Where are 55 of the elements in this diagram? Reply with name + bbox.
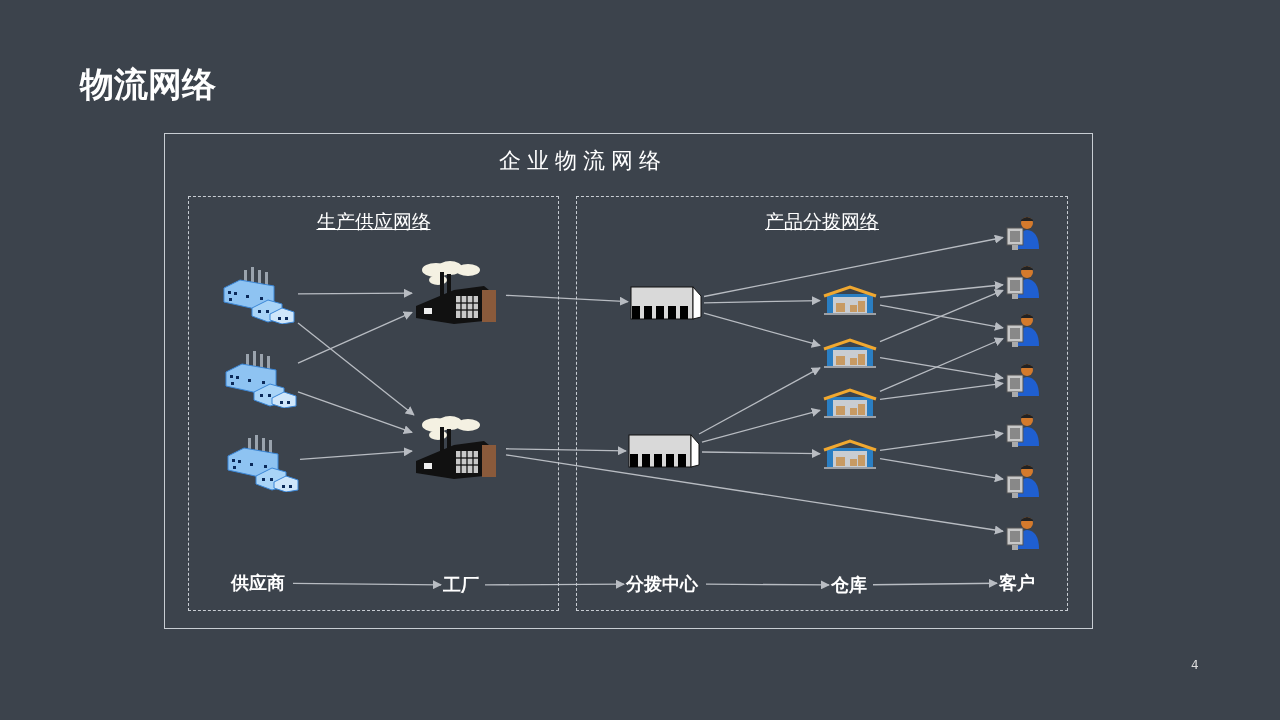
arrow [701, 448, 821, 459]
arrow [505, 294, 629, 306]
arrow [297, 322, 415, 416]
loading-dock-icon [628, 434, 700, 469]
person-computer-icon [1005, 463, 1041, 501]
arrow [703, 296, 821, 306]
stage-label: 工厂 [443, 573, 483, 597]
stage-label: 分拨中心 [626, 572, 704, 596]
arrow [297, 288, 413, 298]
arrow [484, 579, 625, 589]
arrow [297, 391, 413, 434]
arrow [703, 312, 821, 348]
warehouse-icon [822, 285, 878, 315]
person-computer-icon [1005, 515, 1041, 553]
person-computer-icon [1005, 412, 1041, 450]
arrow [879, 304, 1004, 331]
arrow [297, 311, 413, 364]
person-computer-icon [1005, 215, 1041, 253]
warehouse-icon [822, 388, 878, 418]
arrow [698, 367, 821, 435]
stage-label: 客户 [999, 571, 1039, 595]
building-icon [222, 348, 296, 410]
arrow [879, 289, 1004, 343]
arrow [879, 430, 1004, 451]
arrow [879, 337, 1004, 392]
arrow [879, 356, 1004, 382]
arrow [705, 580, 830, 590]
warehouse-icon [822, 338, 878, 368]
building-icon [220, 264, 296, 324]
group-heading: 产品分拨网络 [764, 209, 880, 234]
arrow [505, 454, 1004, 535]
arrow [879, 281, 1004, 298]
network-group-frame [188, 196, 559, 611]
stage-label: 仓库 [831, 573, 871, 597]
arrow [703, 234, 1004, 298]
warehouse-icon [822, 439, 878, 469]
arrow [299, 447, 413, 461]
arrow [505, 446, 627, 456]
network-frame [164, 133, 1093, 629]
person-computer-icon [1005, 362, 1041, 400]
arrow [879, 379, 1004, 401]
person-computer-icon [1005, 264, 1041, 302]
frame-heading: 企业物流网络 [499, 147, 667, 175]
arrow [872, 578, 998, 588]
arrow [879, 457, 1004, 483]
person-computer-icon [1005, 312, 1041, 350]
stage-label: 供应商 [231, 571, 291, 595]
arrow [292, 580, 442, 590]
group-heading: 生产供应网络 [315, 209, 432, 234]
building-icon [224, 432, 298, 492]
slide-title: 物流网络 [80, 63, 216, 106]
arrow [701, 408, 821, 443]
loading-dock-icon [630, 286, 702, 321]
network-group-frame [576, 196, 1068, 611]
page-number: 4 [1191, 658, 1199, 672]
